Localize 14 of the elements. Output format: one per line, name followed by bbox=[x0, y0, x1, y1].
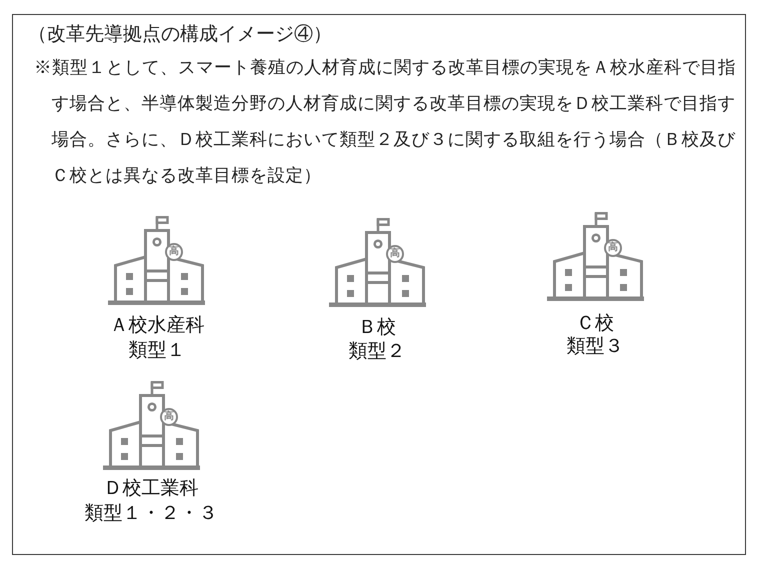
school-name: Ａ校水産科 bbox=[110, 315, 204, 335]
kanji-badge: 高 bbox=[160, 408, 178, 426]
type-label: 類型１ bbox=[128, 340, 186, 360]
type-label: 類型１・２・３ bbox=[84, 503, 218, 523]
school-name: Ｃ校 bbox=[576, 313, 614, 333]
title: （改革先導拠点の構成イメージ④） bbox=[28, 24, 332, 44]
type-label: 類型２ bbox=[348, 341, 406, 361]
type-label: 類型３ bbox=[566, 336, 624, 356]
school-name: Ｂ校 bbox=[358, 317, 396, 337]
note-text: ※類型１として、スマート養殖の人材育成に関する改革目標の実現をＡ校水産科で目指す場合と、半導体製造分野の人材育成に関する改革目標の実現をＤ校工業科で目指す場合。さらに、Ｄ校工業科において類型２及び３に関する取組を行う場合（Ｂ校及びＣ校とは異なる改革目標を設定） bbox=[34, 57, 737, 188]
kanji-badge: 高 bbox=[386, 245, 404, 263]
kanji-badge: 高 bbox=[604, 239, 622, 257]
school-name: Ｄ校工業科 bbox=[104, 478, 198, 498]
kanji-badge: 高 bbox=[165, 243, 183, 261]
